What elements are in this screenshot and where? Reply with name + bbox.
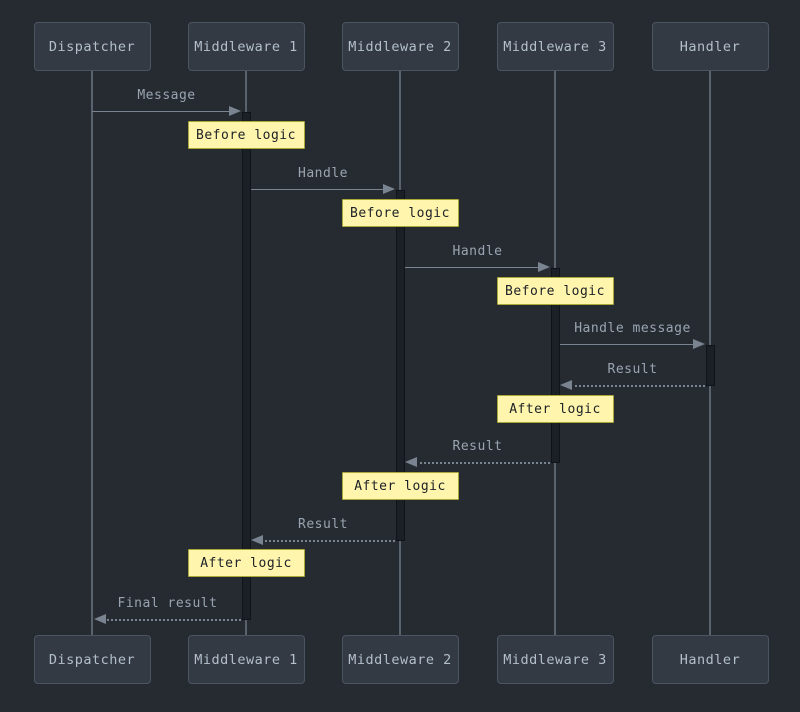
actor-label: Dispatcher (48, 38, 136, 55)
actor-box-top-handler: Handler (651, 22, 769, 71)
message-label-3: Handle message (574, 321, 691, 336)
actor-box-top-middleware2: Middleware 2 (341, 22, 459, 71)
message-label-5: Result (452, 439, 503, 454)
actor-box-bottom-middleware2: Middleware 2 (341, 635, 459, 684)
actor-box-top-middleware3: Middleware 3 (496, 22, 614, 71)
actor-box-bottom-dispatcher: Dispatcher (33, 635, 151, 684)
actor-label: Handler (679, 38, 741, 55)
actor-label: Middleware 2 (348, 38, 452, 55)
message-line-6 (261, 540, 395, 542)
actor-label: Middleware 1 (194, 38, 298, 55)
message-label-2: Handle (452, 244, 503, 259)
note-0: Before logic (187, 121, 305, 149)
note-3: After logic (496, 395, 614, 423)
message-label-1: Handle (298, 166, 348, 181)
actor-box-top-dispatcher: Dispatcher (33, 22, 151, 71)
actor-label: Middleware 1 (194, 651, 298, 668)
actor-label: Middleware 2 (348, 651, 452, 668)
arrow-head-1 (383, 184, 395, 194)
actor-label: Middleware 3 (503, 38, 607, 55)
actor-label: Dispatcher (48, 651, 136, 668)
message-line-2 (405, 267, 540, 268)
arrow-head-7 (94, 614, 106, 624)
message-line-5 (415, 462, 550, 464)
message-line-3 (560, 344, 695, 345)
actor-box-top-middleware1: Middleware 1 (187, 22, 305, 71)
activation-middleware3 (550, 268, 560, 463)
arrow-head-4 (560, 380, 572, 390)
activation-middleware1 (241, 112, 251, 620)
actor-box-bottom-middleware1: Middleware 1 (187, 635, 305, 684)
note-1: Before logic (341, 199, 459, 227)
message-label-6: Result (298, 517, 348, 532)
message-line-4 (570, 385, 705, 387)
arrow-head-5 (405, 457, 417, 467)
actor-box-bottom-handler: Handler (651, 635, 769, 684)
actor-box-bottom-middleware3: Middleware 3 (496, 635, 614, 684)
actor-label: Handler (679, 651, 741, 668)
message-line-1 (251, 189, 385, 190)
message-line-7 (104, 619, 241, 621)
message-label-4: Result (607, 362, 658, 377)
lifeline-dispatcher (91, 71, 93, 635)
note-4: After logic (341, 472, 459, 500)
note-5: After logic (187, 549, 305, 577)
arrow-head-6 (251, 535, 263, 545)
activation-middleware2 (395, 190, 405, 541)
activation-handler (705, 345, 715, 386)
message-line-0 (92, 111, 231, 112)
arrow-head-2 (538, 262, 550, 272)
note-2: Before logic (496, 277, 614, 305)
message-label-0: Message (137, 88, 196, 103)
arrow-head-3 (693, 339, 705, 349)
message-label-7: Final result (117, 596, 218, 611)
arrow-head-0 (229, 106, 241, 116)
actor-label: Middleware 3 (503, 651, 607, 668)
